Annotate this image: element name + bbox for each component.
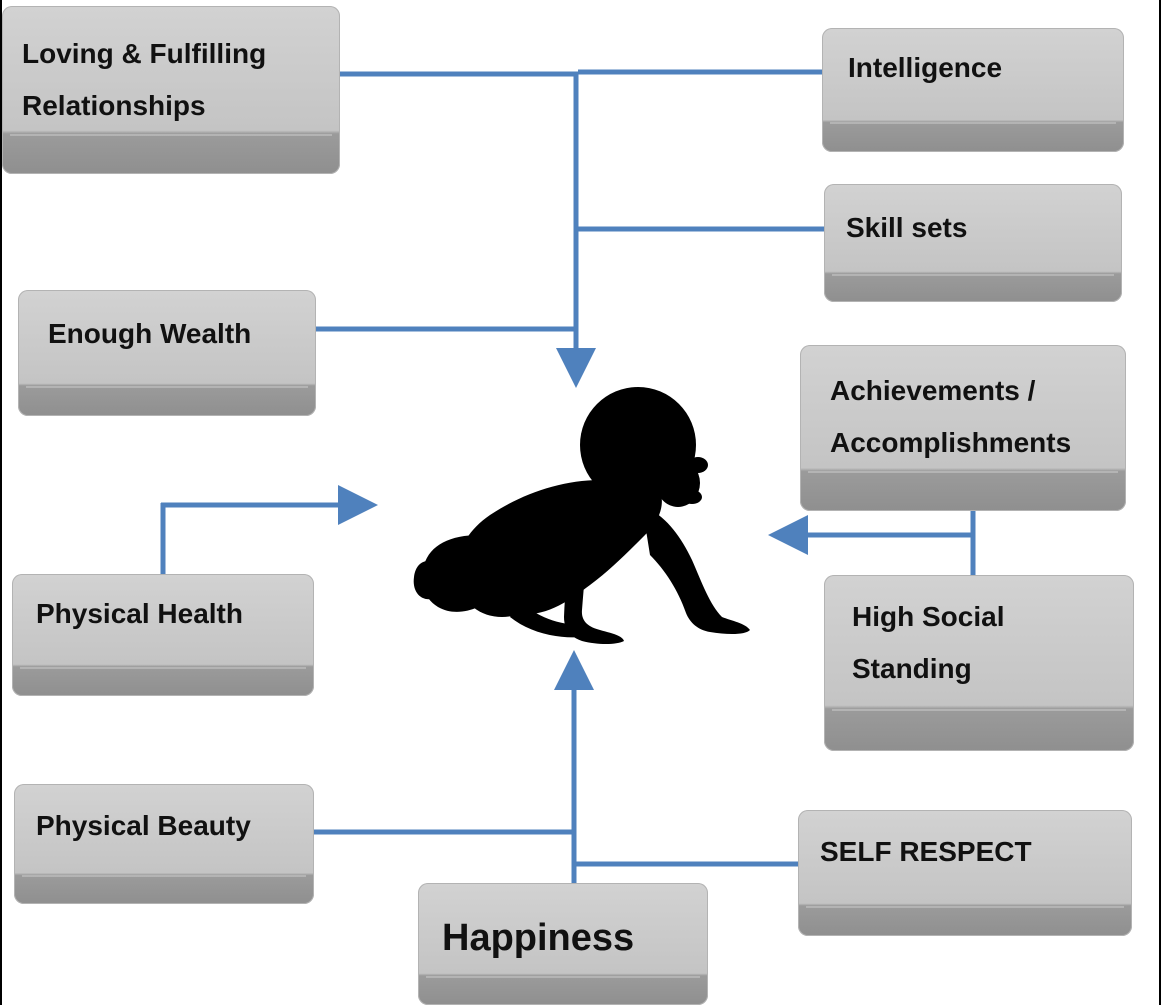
social-standing-box: High Social Standing (824, 575, 1134, 751)
relationships-label-line1: Loving & Fulfilling (22, 38, 267, 69)
physical-health-box: Physical Health (12, 574, 314, 696)
self-respect-label: SELF RESPECT (820, 836, 1032, 867)
physical-health-label: Physical Health (36, 598, 243, 629)
wealth-box: Enough Wealth (18, 290, 316, 416)
achievements-label-line2: Accomplishments (830, 427, 1072, 458)
social-standing-label-line1: High Social (852, 601, 1005, 632)
relationships-label-line2: Relationships (22, 90, 206, 121)
self-respect-box: SELF RESPECT (798, 810, 1132, 936)
crawling-baby-icon (413, 387, 750, 644)
relationships-box: Loving & Fulfilling Relationships (2, 6, 340, 174)
happiness-label: Happiness (442, 917, 635, 959)
happiness-box: Happiness (418, 883, 708, 1005)
intelligence-label: Intelligence (848, 52, 1003, 83)
physical-beauty-label: Physical Beauty (36, 810, 251, 841)
achievements-box: Achievements / Accomplishments (800, 345, 1126, 511)
physical-beauty-box: Physical Beauty (14, 784, 314, 904)
skill-sets-box: Skill sets (824, 184, 1122, 302)
intelligence-box: Intelligence (822, 28, 1124, 152)
skill-sets-label: Skill sets (846, 212, 968, 243)
social-standing-label-line2: Standing (852, 653, 972, 684)
wealth-label: Enough Wealth (48, 318, 252, 349)
achievements-label-line1: Achievements / (830, 375, 1036, 406)
